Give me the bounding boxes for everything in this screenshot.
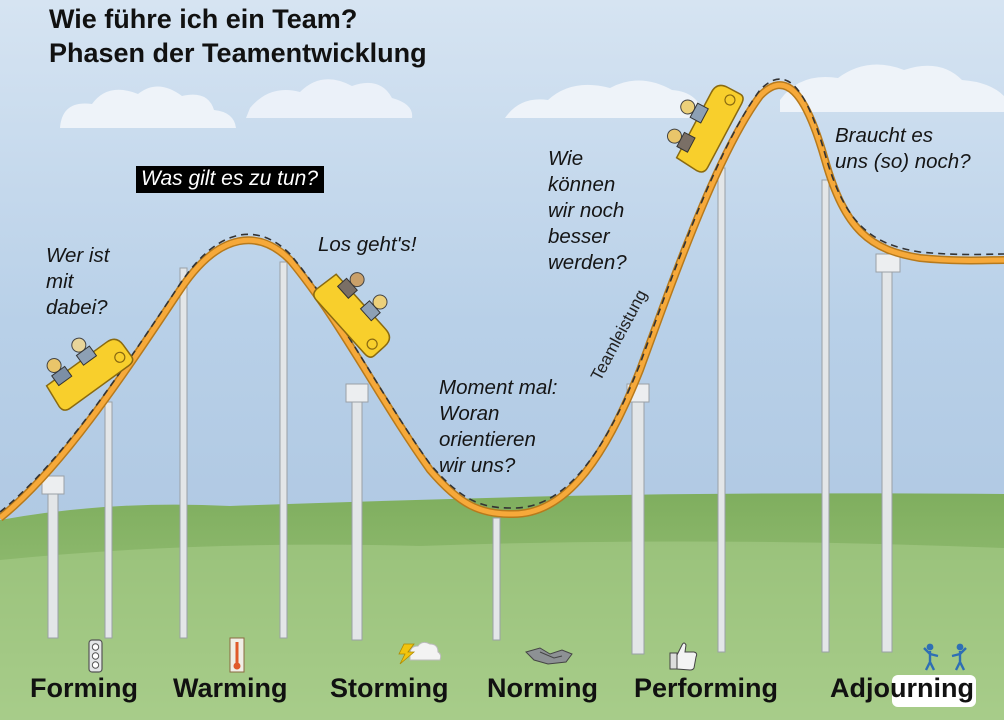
phase-label-storming: Storming (330, 673, 449, 703)
phase-label-norming: Norming (487, 673, 598, 703)
annotation-norming: Moment mal: Woran orientieren wir uns? (439, 375, 557, 479)
phase-label-warming: Warming (173, 673, 288, 703)
annotation-line: wir uns? (439, 454, 516, 477)
title-line-2: Phasen der Teamentwicklung (49, 38, 427, 68)
annotation-line: uns (so) noch? (835, 150, 971, 173)
coaster-car-storming (313, 272, 391, 358)
clouds (60, 64, 1004, 128)
annotation-line: können (548, 173, 616, 196)
support-poles (41, 167, 901, 655)
annotation-forming: Wer ist mit dabei? (46, 243, 109, 321)
annotation-line: mit (46, 270, 74, 293)
annotation-line: werden? (548, 251, 627, 274)
adjourning-label-backdrop (892, 675, 976, 707)
title-line-1: Wie führe ich ein Team? (49, 4, 358, 34)
annotation-line: dabei? (46, 296, 108, 319)
thumbs-up-icon (669, 642, 698, 671)
annotation-line: Wer ist (46, 244, 110, 267)
phase-label-forming: Forming (30, 673, 138, 703)
annotation-line: wir noch (548, 199, 625, 222)
annotation-storming: Los geht's! (318, 232, 417, 258)
handshake-icon (525, 647, 573, 665)
annotation-line: Los geht's! (318, 233, 417, 256)
thermometer-icon (229, 637, 245, 673)
annotation-line: Braucht es (835, 124, 933, 147)
traffic-light-icon (88, 639, 103, 673)
annotation-line: Woran (439, 402, 500, 425)
meadow-highlight (0, 541, 1004, 720)
annotation-performing: Wie können wir noch besser werden? (548, 146, 627, 276)
lightning-cloud-icon (398, 641, 442, 665)
annotation-adjourning: Braucht es uns (so) noch? (835, 123, 971, 175)
annotation-line: orientieren (439, 428, 536, 451)
waving-people-icon (923, 643, 967, 671)
phase-label-adjourning: Adjourning (830, 673, 974, 703)
highlight-question: Was gilt es zu tun? (136, 166, 325, 193)
annotation-line: Wie (548, 147, 584, 170)
phase-label-performing: Performing (634, 673, 779, 703)
annotation-line: Moment mal: (439, 376, 558, 399)
coaster-track (0, 78, 1004, 522)
coaster-car-performing (666, 84, 744, 173)
coaster-car-forming (45, 337, 134, 411)
annotation-line: besser (548, 225, 610, 248)
